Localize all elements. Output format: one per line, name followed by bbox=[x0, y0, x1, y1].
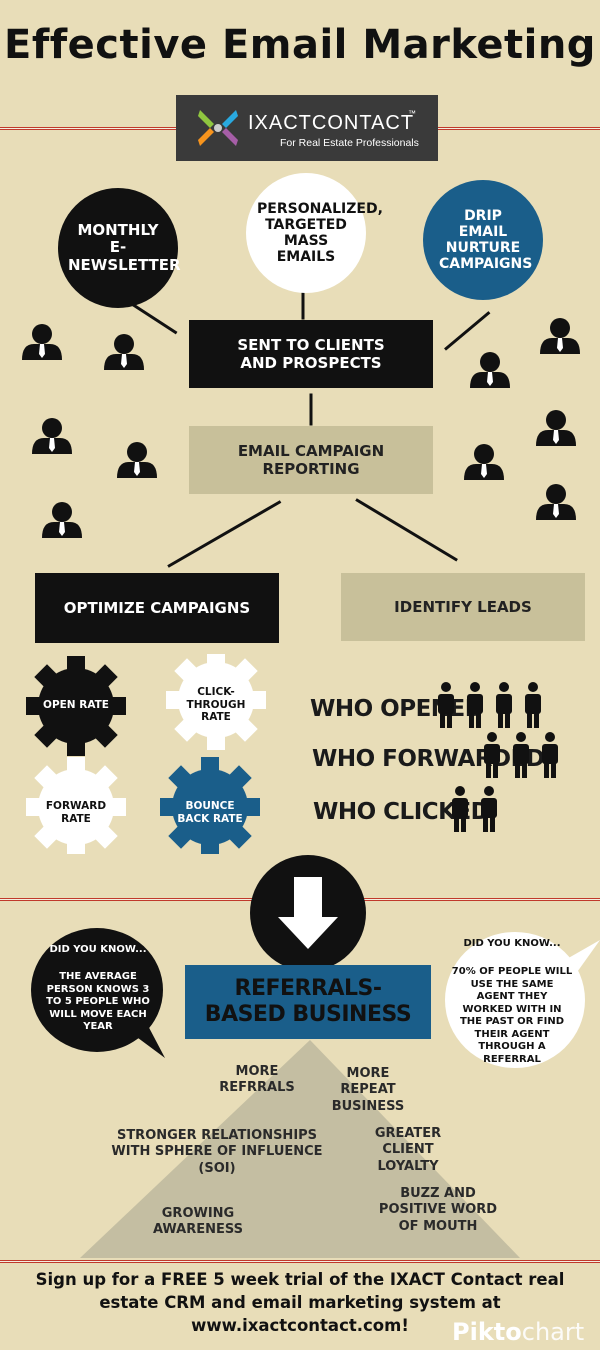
person-icon bbox=[464, 444, 504, 480]
person-figure-icon bbox=[513, 732, 529, 778]
arrow-down-icon bbox=[278, 877, 338, 949]
circle-personalized-emails: PERSONALIZED, TARGETED MASS EMAILS bbox=[246, 173, 383, 293]
person-figure-icon bbox=[438, 682, 454, 728]
logo-trademark: ™ bbox=[408, 109, 416, 118]
person-icon bbox=[117, 442, 157, 478]
person-icon bbox=[32, 418, 72, 454]
person-figure-icon bbox=[542, 732, 558, 778]
pyramid-stronger-relationships: STRONGER RELATIONSHIPS WITH SPHERE OF IN… bbox=[111, 1128, 323, 1176]
people-icons-group bbox=[22, 318, 580, 538]
person-figure-icon bbox=[525, 682, 541, 728]
pyramid-graphic bbox=[80, 1040, 520, 1258]
bubble-right-heading: DID YOU KNOW... bbox=[463, 938, 561, 949]
box-email-campaign-reporting: EMAIL CAMPAIGN REPORTING bbox=[189, 426, 433, 494]
box-text: EMAIL CAMPAIGN REPORTING bbox=[237, 442, 385, 478]
piktochart-watermark: Piktochart bbox=[452, 1318, 584, 1346]
person-icon bbox=[540, 318, 580, 354]
person-icon bbox=[22, 324, 62, 360]
who-forwarded-label: WHO FORWARDED bbox=[312, 746, 545, 772]
box-referrals-based-business: REFERRALS-BASED BUSINESS bbox=[185, 965, 431, 1039]
circle-text: DRIP EMAIL NURTURE CAMPAIGNS bbox=[439, 207, 533, 273]
circle-text: PERSONALIZED, TARGETED MASS EMAILS bbox=[257, 200, 383, 266]
pyramid-buzz-word-of-mouth: BUZZ AND POSITIVE WORD OF MOUTH bbox=[378, 1186, 498, 1234]
person-icon bbox=[104, 334, 144, 370]
person-figure-icon bbox=[452, 786, 468, 832]
bubble-right-body: 70% OF PEOPLE WILL USE THE SAME AGENT TH… bbox=[451, 966, 573, 1065]
logo-tagline: For Real Estate Professionals bbox=[280, 137, 419, 149]
x-logo-icon bbox=[198, 110, 238, 146]
person-figure-icon bbox=[481, 786, 497, 832]
gear-label-click-through: CLICK-THROUGH RATE bbox=[186, 686, 246, 724]
gear-label-open-rate: OPEN RATE bbox=[43, 699, 109, 711]
logo-name: IXACTCONTACT bbox=[248, 112, 415, 134]
circle-drip-campaigns: DRIP EMAIL NURTURE CAMPAIGNS bbox=[423, 180, 543, 300]
pyramid-more-referrals: MORE REFRRALS bbox=[219, 1064, 295, 1096]
person-figure-icon bbox=[467, 682, 483, 728]
down-arrow-circle bbox=[250, 855, 366, 971]
person-icon bbox=[536, 484, 576, 520]
circle-text: MONTHLY E-NEWSLETTER bbox=[68, 221, 181, 274]
who-opened-label: WHO OPENED bbox=[310, 696, 484, 722]
bubble-left-body: THE AVERAGE PERSON KNOWS 3 TO 5 PEOPLE W… bbox=[46, 971, 150, 1032]
person-figure-icon bbox=[484, 732, 500, 778]
footer-cta-text: Sign up for a FREE 5 week trial of the I… bbox=[35, 1270, 565, 1336]
box-sent-to-clients: SENT TO CLIENTS AND PROSPECTS bbox=[189, 320, 433, 388]
page-title: Effective Email Marketing bbox=[4, 22, 596, 68]
gear-label-forward-rate: FORWARD RATE bbox=[45, 800, 107, 825]
box-optimize-campaigns: OPTIMIZE CAMPAIGNS bbox=[35, 573, 279, 643]
gear-label-bounce-back: BOUNCE BACK RATE bbox=[177, 800, 243, 825]
person-icon bbox=[536, 410, 576, 446]
person-icon bbox=[470, 352, 510, 388]
box-text: OPTIMIZE CAMPAIGNS bbox=[63, 599, 251, 617]
bubble-left-heading: DID YOU KNOW... bbox=[49, 944, 147, 955]
divider-bottom bbox=[0, 1260, 600, 1263]
box-text: IDENTIFY LEADS bbox=[394, 598, 532, 616]
watermark-bold: Pikto bbox=[452, 1318, 522, 1346]
box-text: REFERRALS-BASED BUSINESS bbox=[204, 975, 412, 1027]
pyramid-growing-awareness: GROWING AWARENESS bbox=[152, 1206, 244, 1238]
person-figure-icon bbox=[496, 682, 512, 728]
person-icon bbox=[42, 502, 82, 538]
box-identify-leads: IDENTIFY LEADS bbox=[341, 573, 585, 641]
circle-monthly-newsletter: MONTHLY E-NEWSLETTER bbox=[58, 188, 181, 308]
box-text: SENT TO CLIENTS AND PROSPECTS bbox=[237, 336, 385, 372]
ixact-logo: IXACTCONTACT ™ For Real Estate Professio… bbox=[176, 95, 438, 161]
watermark-light: chart bbox=[521, 1318, 585, 1346]
pyramid-more-repeat-business: MORE REPEAT BUSINESS bbox=[331, 1066, 405, 1114]
who-figures bbox=[438, 682, 558, 832]
speech-bubbles bbox=[31, 928, 600, 1068]
pyramid-greater-loyalty: GREATER CLIENT LOYALTY bbox=[374, 1126, 442, 1174]
